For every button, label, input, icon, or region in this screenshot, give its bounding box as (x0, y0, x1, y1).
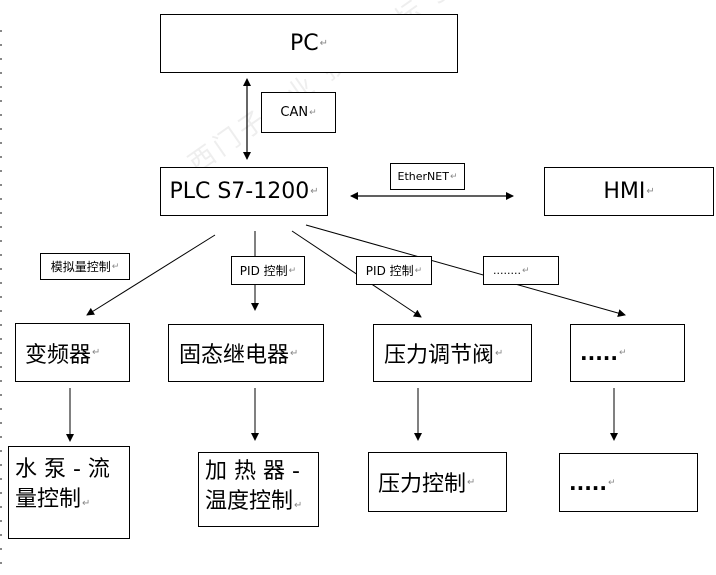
edge-label-more-text: ........ (493, 264, 521, 277)
return-mark-icon: ↵ (310, 186, 319, 197)
return-mark-icon: ↵ (309, 107, 317, 118)
return-mark-icon: ↵ (467, 476, 476, 488)
node-ssr[interactable]: 固态继电器↵ (168, 324, 324, 382)
node-pc-label: PC (290, 31, 319, 56)
return-mark-icon: ↵ (521, 265, 530, 276)
return-mark-icon: ↵ (288, 265, 297, 276)
node-vfd[interactable]: 变频器↵ (15, 323, 130, 382)
node-pc[interactable]: PC↵ (160, 14, 458, 73)
node-heater-line1: 加 热 器 - (205, 459, 300, 484)
edge-label-pid-control-1: PID 控制↵ (231, 256, 305, 285)
node-pressure-valve[interactable]: 压力调节阀↵ (373, 324, 532, 382)
node-more-result-label: ..... (569, 470, 607, 495)
edge-label-analog-control: 模拟量控制↵ (40, 253, 130, 280)
node-pump-flow-control[interactable]: 水 泵 - 流 量控制↵ (8, 446, 130, 539)
return-mark-icon: ↵ (414, 265, 423, 276)
node-pump-line2: 量控制 (15, 486, 82, 512)
node-pump-line1: 水 泵 - 流 (15, 457, 110, 482)
node-plc-label: PLC S7-1200 (169, 179, 310, 204)
return-mark-icon: ↵ (294, 499, 303, 511)
node-plc[interactable]: PLC S7-1200↵ (160, 167, 328, 216)
return-mark-icon: ↵ (319, 38, 328, 49)
edge-label-pid-control-1-text: PID 控制 (239, 264, 288, 278)
node-pressure-control[interactable]: 压力控制↵ (368, 452, 507, 512)
edge-label-pid-control-2: PID 控制↵ (356, 256, 432, 285)
return-mark-icon: ↵ (646, 186, 655, 197)
node-heater-line2: 温度控制 (205, 488, 294, 514)
node-more-result[interactable]: .....↵ (559, 453, 698, 512)
node-more-device[interactable]: .....↵ (570, 324, 685, 382)
return-mark-icon: ↵ (111, 261, 120, 272)
node-more-device-label: ..... (580, 341, 618, 365)
edge-plc-vfd (86, 234, 216, 316)
return-mark-icon: ↵ (608, 477, 616, 488)
edge-label-can-text: CAN (280, 105, 309, 120)
edge-label-can: CAN↵ (261, 92, 336, 133)
edge-label-analog-control-text: 模拟量控制 (50, 260, 111, 274)
return-mark-icon: ↵ (290, 347, 299, 359)
return-mark-icon: ↵ (619, 348, 627, 358)
connectors (66, 78, 626, 442)
edge-label-ethernet-text: EtherNET (397, 170, 449, 183)
page-margin-guide (0, 30, 2, 575)
return-mark-icon: ↵ (82, 497, 91, 509)
node-hmi-label: HMI (603, 179, 646, 204)
node-hmi[interactable]: HMI↵ (544, 167, 714, 216)
return-mark-icon: ↵ (449, 171, 458, 182)
node-heater-temp-control[interactable]: 加 热 器 - 温度控制↵ (198, 452, 319, 527)
return-mark-icon: ↵ (92, 347, 101, 358)
edge-label-pid-control-2-text: PID 控制 (365, 264, 414, 278)
node-pressure-control-label: 压力控制 (378, 472, 467, 497)
return-mark-icon: ↵ (495, 347, 504, 359)
edge-label-ethernet: EtherNET↵ (390, 163, 465, 190)
edge-plc-more (305, 224, 626, 317)
node-pressure-valve-label: 压力调节阀 (384, 343, 495, 368)
edge-label-more: ........↵ (483, 256, 559, 285)
node-vfd-label: 变频器 (25, 342, 92, 368)
node-ssr-label: 固态继电器 (179, 343, 290, 368)
